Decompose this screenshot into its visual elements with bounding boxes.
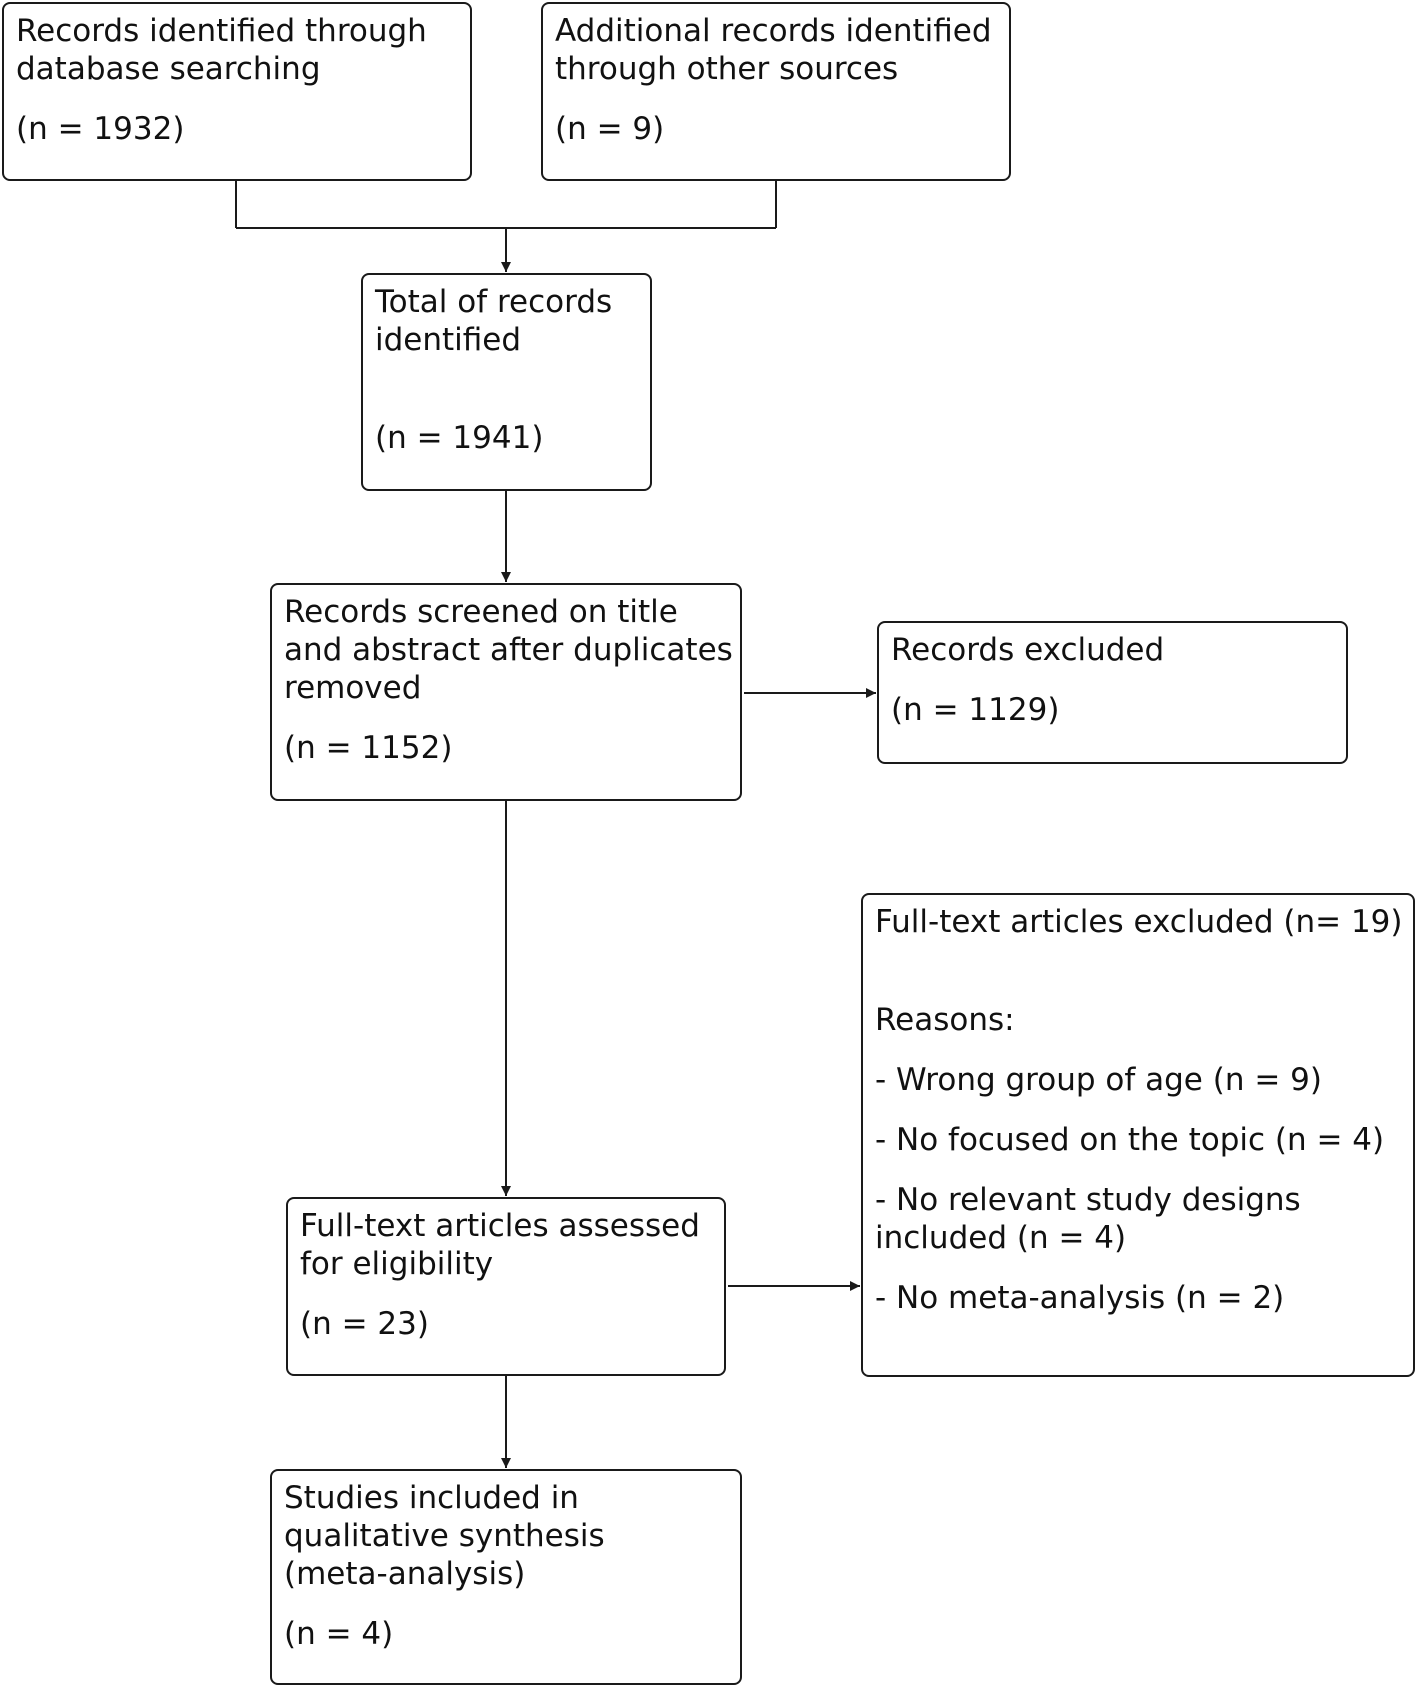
- box-screened: Records screened on title and abstract a…: [270, 583, 742, 801]
- reason-no-meta-analysis: - No meta-analysis (n = 2): [875, 1280, 1285, 1316]
- box-other-sources-count: (n = 9): [555, 111, 665, 147]
- box-included-line-2: qualitative synthesis: [284, 1518, 605, 1554]
- box-screened-line-2: and abstract after duplicates: [284, 632, 733, 668]
- box-total-line-1: Total of records: [375, 284, 613, 320]
- box-db-search-count: (n = 1932): [16, 111, 185, 147]
- box-included-line-3: (meta-analysis): [284, 1556, 526, 1592]
- box-excluded-count: (n = 1129): [891, 692, 1060, 728]
- box-fulltext-assessed-line-1: Full-text articles assessed: [300, 1208, 700, 1244]
- box-other-sources-line-1: Additional records identified: [555, 13, 992, 49]
- reason-study-design-line-1: - No relevant study designs: [875, 1182, 1301, 1218]
- box-other-sources-line-2: through other sources: [555, 51, 899, 87]
- box-excluded-line-1: Records excluded: [891, 632, 1165, 668]
- box-screened-line-3: removed: [284, 670, 422, 706]
- box-total-identified: Total of records identified (n = 1941): [361, 273, 652, 491]
- box-fulltext-assessed: Full-text articles assessed for eligibil…: [286, 1197, 726, 1376]
- reason-not-focused: - No focused on the topic (n = 4): [875, 1122, 1385, 1158]
- box-other-sources: Additional records identified through ot…: [541, 2, 1011, 181]
- box-fulltext-excluded: Full-text articles excluded (n= 19) Reas…: [861, 893, 1415, 1377]
- box-fulltext-assessed-count: (n = 23): [300, 1306, 429, 1342]
- box-fulltext-excluded-title: Full-text articles excluded (n= 19): [875, 904, 1403, 940]
- reason-wrong-age: - Wrong group of age (n = 9): [875, 1062, 1322, 1098]
- box-screened-line-1: Records screened on title: [284, 594, 678, 630]
- box-db-search-line-1: Records identified through: [16, 13, 427, 49]
- box-screened-count: (n = 1152): [284, 730, 453, 766]
- box-included: Studies included in qualitative synthesi…: [270, 1469, 742, 1685]
- box-total-count: (n = 1941): [375, 420, 544, 456]
- box-excluded: Records excluded (n = 1129): [877, 621, 1348, 764]
- reason-study-design-line-2: included (n = 4): [875, 1220, 1127, 1256]
- box-included-count: (n = 4): [284, 1616, 394, 1652]
- box-fulltext-assessed-line-2: for eligibility: [300, 1246, 494, 1282]
- box-included-line-1: Studies included in: [284, 1480, 579, 1516]
- box-total-line-2: identified: [375, 322, 522, 358]
- box-fulltext-excluded-reasons-label: Reasons:: [875, 1002, 1015, 1038]
- box-db-search: Records identified through database sear…: [2, 2, 472, 181]
- box-db-search-line-2: database searching: [16, 51, 321, 87]
